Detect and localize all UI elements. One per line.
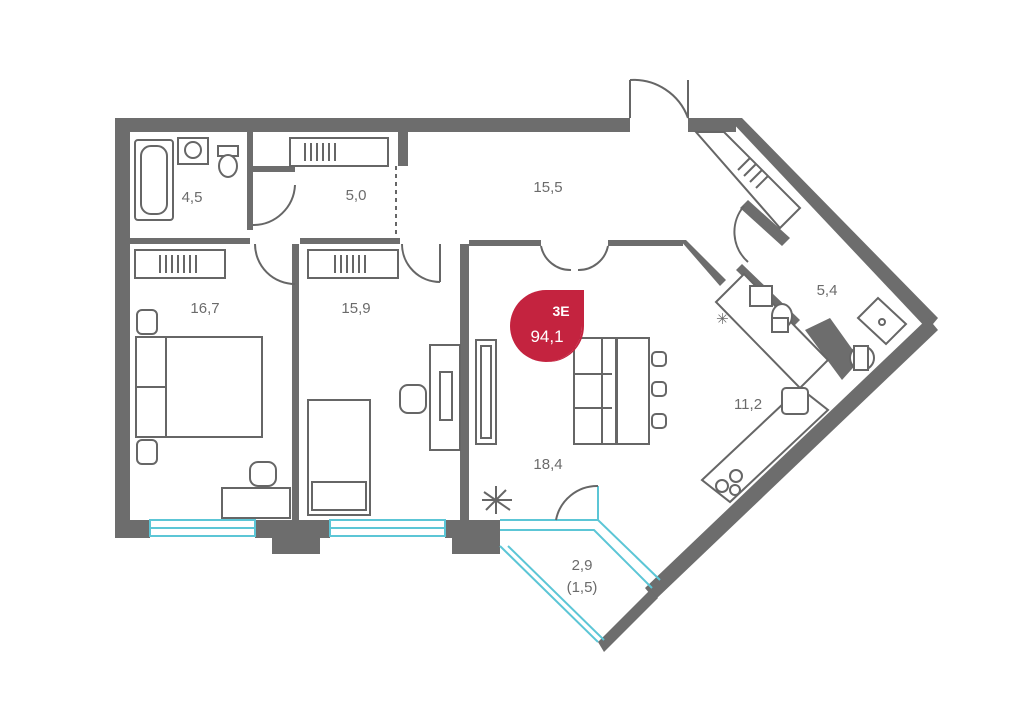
room-area-bedroom-2: 15,9: [341, 300, 370, 317]
room-area-toilet: 5,4: [817, 282, 838, 299]
room-area-balcony: 2,9: [572, 557, 593, 574]
room-area-bedroom-1: 16,7: [190, 300, 219, 317]
doors: [252, 78, 749, 521]
room-area-living: 18,4: [533, 456, 562, 473]
interior-walls: [130, 132, 800, 520]
apartment-total-area: 94,1: [530, 327, 563, 346]
room-area-balcony-coefficient: (1,5): [567, 579, 598, 596]
outer-walls: [115, 118, 938, 652]
room-area-hall: 15,5: [533, 179, 562, 196]
room-area-kitchen: 11,2: [734, 396, 762, 413]
apartment-badge: 3Е 94,1: [510, 290, 584, 363]
room-area-bathroom: 4,5: [182, 189, 203, 206]
fixtures: ✳: [134, 131, 908, 519]
svg-text:✳: ✳: [716, 311, 729, 328]
room-area-dressing: 5,0: [346, 187, 367, 204]
windows: [149, 486, 661, 643]
apartment-code: 3Е: [552, 303, 569, 319]
